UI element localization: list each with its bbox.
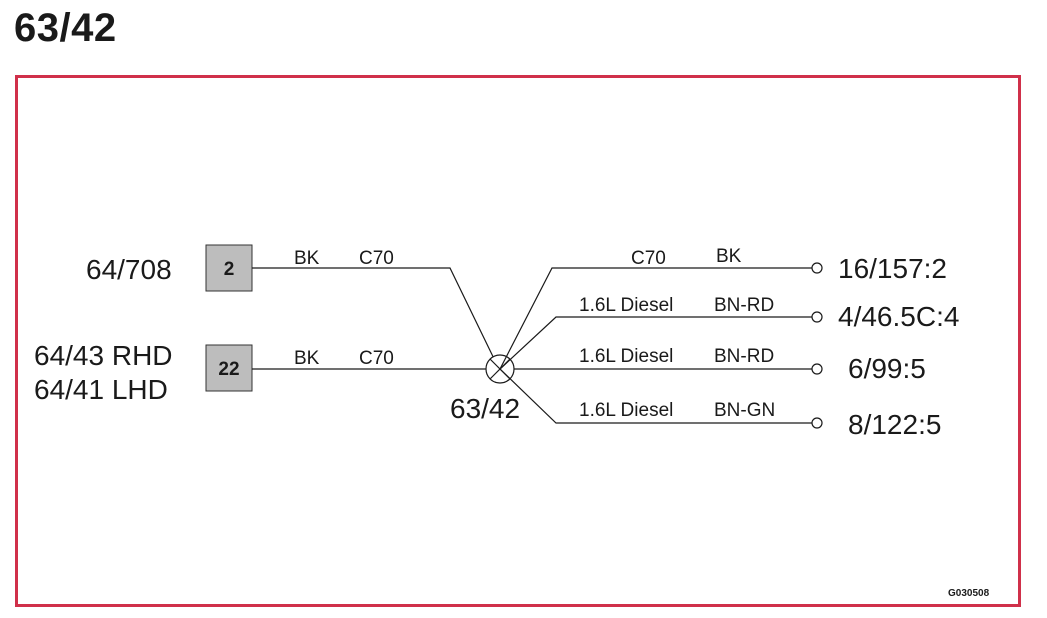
- wire-color-64-708: BK: [294, 248, 320, 269]
- destination-8-122: 8/122:5: [848, 409, 941, 440]
- wire-code-64-708: C70: [359, 248, 394, 269]
- terminal-4-46-5c: [811, 311, 823, 323]
- pin-number-22: 22: [218, 359, 239, 380]
- wire-8-122: [499, 368, 812, 424]
- wire-color-8-122: BN-GN: [714, 400, 775, 421]
- terminal-6-99: [811, 363, 823, 375]
- page-title: 63/42: [14, 6, 117, 50]
- figure-code: G030508: [948, 588, 990, 599]
- wire-spec-6-99: 1.6L Diesel: [579, 346, 673, 367]
- pin-box-22: [205, 344, 253, 392]
- splice-label: 63/42: [450, 393, 520, 424]
- component-label-64-41-lhd: 64/41 LHD: [34, 374, 168, 405]
- component-label-64-708: 64/708: [86, 254, 172, 285]
- wire-color-16-157: BK: [716, 246, 742, 267]
- wire-color-64-43: BK: [294, 348, 320, 369]
- destination-4-46-5c: 4/46.5C:4: [838, 301, 959, 332]
- wire-16-157: [499, 267, 812, 370]
- terminal-16-157: [811, 262, 823, 274]
- pin-box-2: [205, 244, 253, 292]
- pin-number-2: 2: [224, 259, 235, 280]
- wire-color-4-46-5c: BN-RD: [714, 295, 774, 316]
- wire-spec-16-157: C70: [631, 248, 666, 269]
- wire-spec-4-46-5c: 1.6L Diesel: [579, 295, 673, 316]
- wire-4-46-5c: [499, 316, 812, 370]
- destination-6-99: 6/99:5: [848, 353, 926, 384]
- wire-spec-8-122: 1.6L Diesel: [579, 400, 673, 421]
- destination-16-157: 16/157:2: [838, 253, 947, 284]
- wire-code-64-43: C70: [359, 348, 394, 369]
- component-label-64-43-rhd: 64/43 RHD: [34, 340, 173, 371]
- wire-64-708: [252, 267, 500, 370]
- wire-color-6-99: BN-RD: [714, 346, 774, 367]
- terminal-8-122: [811, 417, 823, 429]
- diagram-frame: [15, 75, 1021, 607]
